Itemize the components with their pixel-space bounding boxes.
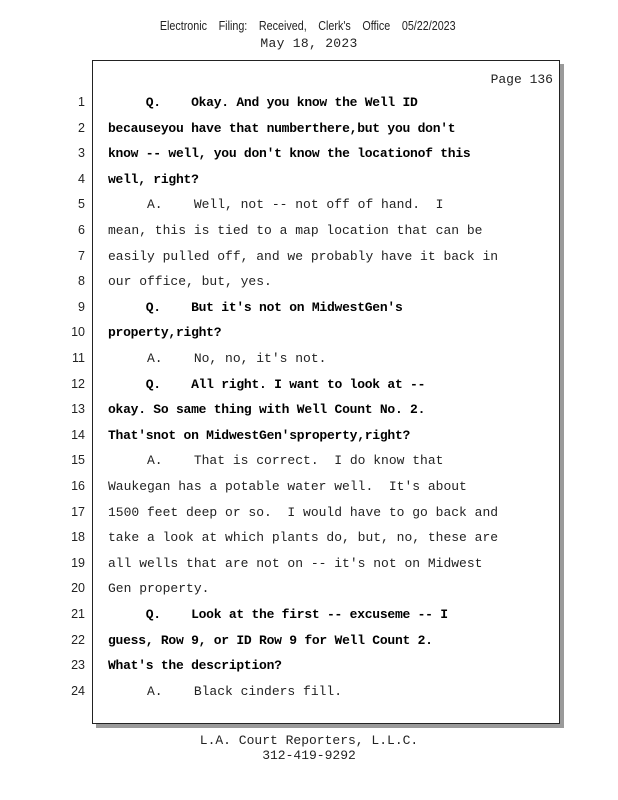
line-text: property,right? [108, 325, 222, 341]
line-number: 2 [78, 120, 85, 135]
line-text: What's the description? [108, 658, 282, 674]
line-text: A. Well, not -- not off of hand. I [108, 197, 444, 213]
line-number: 24 [71, 683, 85, 698]
line-number: 20 [71, 581, 85, 596]
transcript-line: 10 property,right? [71, 320, 559, 346]
line-text: take a look at which plants do, but, no,… [108, 530, 499, 546]
line-text: Q. Okay. And you know the Well ID [108, 95, 418, 110]
line-number: 5 [78, 197, 85, 212]
line-text: okay. So same thing with Well Count No. … [108, 402, 426, 418]
line-text: becauseyou have that numberthere,but you… [108, 120, 456, 136]
line-number: 16 [71, 479, 85, 493]
line-text: 1500 feet deep or so. I would have to go… [108, 504, 499, 520]
line-text: all wells that are not on -- it's not on… [108, 555, 483, 571]
line-number: 14 [71, 427, 85, 442]
transcript-line: 23 What's the description? [71, 653, 559, 679]
transcript-line: 24 A. Black cinders fill. [71, 679, 559, 705]
line-number: 11 [72, 351, 85, 365]
reporter-company: L.A. Court Reporters, L.L.C. [199, 733, 419, 748]
line-text: Waukegan has a potable water well. It's … [108, 479, 467, 494]
transcript-line: 20 Gen property. [71, 576, 559, 602]
line-number: 12 [71, 376, 85, 391]
line-text: mean, this is tied to a map location tha… [108, 223, 483, 238]
line-text: Q. All right. I want to look at -- [108, 376, 426, 392]
line-text: That'snot on MidwestGen'sproperty,right? [108, 427, 411, 443]
line-text: A. No, no, it's not. [108, 351, 327, 366]
line-number: 3 [78, 146, 85, 161]
line-text: Q. But it's not on MidwestGen's [108, 299, 403, 315]
reporter-phone: 312-419-9292 [262, 748, 356, 763]
transcript-line: 18 take a look at which plants do, but, n… [71, 525, 559, 551]
transcript-line: 22 guess, Row 9, or ID Row 9 for Well Cou… [71, 628, 559, 654]
transcript-line: 13 okay. So same thing with Well Count No… [71, 397, 559, 423]
line-number: 15 [71, 453, 85, 468]
transcript-line: 14 That'snot on MidwestGen'sproperty,righ… [71, 423, 559, 449]
transcript-date: May 18, 2023 [260, 36, 358, 51]
line-text: A. That is correct. I do know that [108, 453, 444, 469]
line-text: well, right? [108, 171, 199, 187]
transcript-line: 8 our office, but, yes. [78, 269, 559, 295]
line-number: 23 [71, 658, 85, 673]
filing-stamp: Electronic Filing: Received, Clerk's Off… [159, 19, 456, 33]
line-number: 22 [71, 632, 85, 647]
line-number: 8 [78, 274, 85, 289]
transcript-page: Page 136 1 Q. Okay. And you know the Wel… [71, 60, 560, 724]
transcript-line: 15 A. That is correct. I do know that [71, 448, 559, 474]
line-number: 1 [78, 95, 85, 109]
transcript-line: 5 A. Well, not -- not off of hand. I [78, 192, 559, 218]
line-text: know -- well, you don't know the locatio… [108, 146, 471, 162]
line-text: Q. Look at the first -- excuseme -- I [108, 607, 448, 622]
transcript-line: 1 Q. Okay. And you know the Well ID [78, 90, 559, 116]
line-text: our office, but, yes. [108, 274, 272, 290]
line-text: guess, Row 9, or ID Row 9 for Well Count… [108, 632, 433, 648]
line-number: 7 [78, 248, 85, 263]
transcript-line: 9 Q. But it's not on MidwestGen's [78, 295, 559, 321]
line-text: easily pulled off, and we probably have … [108, 248, 499, 264]
line-number: 4 [78, 171, 85, 186]
line-text: Gen property. [108, 581, 210, 597]
footer: L.A. Court Reporters, L.L.C. 312-419-929… [0, 733, 618, 763]
line-number: 10 [71, 325, 85, 340]
transcript-line: 4 well, right? [78, 167, 559, 193]
line-text: A. Black cinders fill. [108, 683, 343, 699]
page-number: Page 136 [490, 72, 553, 87]
line-number: 18 [71, 530, 85, 545]
transcript-line: 19 all wells that are not on -- it's not … [71, 551, 559, 577]
line-number: 6 [78, 223, 85, 237]
line-number: 17 [71, 504, 85, 519]
transcript-line: 21 Q. Look at the first -- excuseme -- I [71, 602, 559, 628]
transcript-line: 12 Q. All right. I want to look at -- [71, 372, 559, 398]
line-number: 9 [78, 299, 85, 314]
line-number: 13 [71, 402, 85, 417]
transcript-line: 7 easily pulled off, and we probably have… [78, 244, 559, 270]
transcript-line: 6 mean, this is tied to a map location th… [78, 218, 559, 244]
transcript-line: 11 A. No, no, it's not. [72, 346, 559, 372]
transcript-line: 17 1500 feet deep or so. I would have to … [71, 500, 559, 526]
transcript-line: 2 becauseyou have that numberthere,but yo… [78, 116, 559, 142]
line-number: 19 [71, 555, 85, 570]
transcript-line: 16 Waukegan has a potable water well. It'… [71, 474, 559, 500]
line-number: 21 [71, 607, 85, 621]
transcript-line: 3 know -- well, you don't know the locati… [78, 141, 559, 167]
